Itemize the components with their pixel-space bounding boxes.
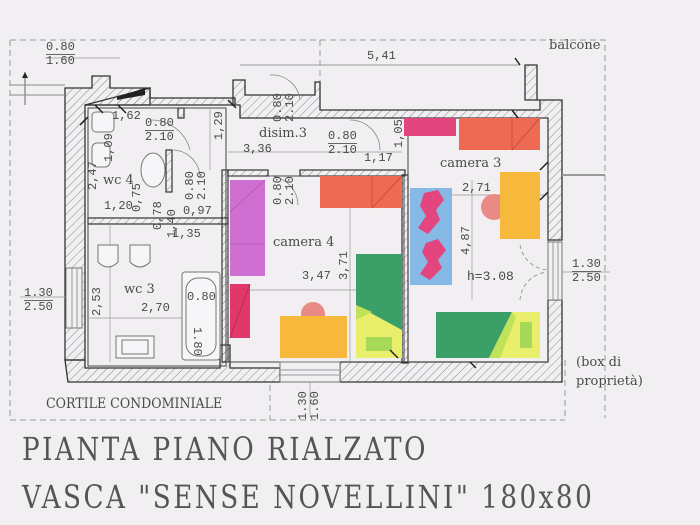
- camera3-depth-dim: 4,87: [459, 226, 473, 255]
- wc4-depth-dim: 2,47: [86, 161, 100, 190]
- dim-height: 2.10: [145, 130, 174, 144]
- wc4-sub2-dim: 0,75: [130, 183, 144, 212]
- disim-width-dim: 3,36: [243, 142, 272, 156]
- dim-height: 2.10: [328, 143, 357, 157]
- wc3-depth-dim: 2,53: [90, 287, 104, 316]
- dim-height: 2.50: [24, 300, 53, 314]
- wardrobe-red-camera4: [320, 176, 402, 208]
- wc4-sub1-dim: 1,09: [102, 133, 116, 162]
- dim-height: 2.50: [572, 271, 601, 285]
- camera3-height-label: h=3.08: [467, 269, 514, 284]
- desk-camera4: [280, 316, 347, 358]
- door-disim-top-dim: 0.80 2.10: [271, 93, 297, 122]
- tub-length-dim: 1.80: [190, 327, 204, 356]
- desk-camera3: [500, 172, 540, 239]
- camera4-width-dim: 3,47: [302, 269, 331, 283]
- window-dimension-top-left: 0.80 1.60: [46, 41, 75, 68]
- courtyard-label: CORTILE CONDOMINIALE: [46, 396, 223, 412]
- stair-arrow-icon: [117, 88, 145, 100]
- balcony-label: balcone: [549, 38, 601, 53]
- window-camera4-dim: 1.30 1.60: [296, 391, 322, 420]
- dim-height: 1.60: [308, 391, 322, 420]
- door-camera4-dim: 0.80 2.10: [271, 176, 297, 205]
- plan-subtitle: VASCA "SENSE NOVELLINI" 180x80: [22, 478, 595, 516]
- dim-width: 1.30: [572, 257, 601, 272]
- wc3-width-dim: 2,70: [141, 301, 170, 315]
- dresser-magenta: [404, 118, 456, 136]
- window-wc3-dim: 1.30 2.50: [24, 287, 53, 314]
- dim-width: 1.30: [24, 286, 53, 301]
- tub-width-dim: 0.80: [187, 290, 216, 304]
- disim-label: disim.3: [259, 126, 308, 141]
- wc3-label: wc 3: [124, 282, 155, 297]
- dim-width: 0.80: [145, 116, 174, 131]
- dim-width: 0.80: [46, 40, 75, 55]
- box-label-line1: (box di: [576, 355, 622, 370]
- disim-segment-v-dim: 1,05: [392, 119, 406, 148]
- wc4-sub3-dim: 0,78: [151, 201, 165, 230]
- box-label-line2: proprietà): [576, 374, 643, 389]
- door-hall-small-dim: 0.80 2.10: [183, 171, 209, 200]
- dim-height: 2.10: [195, 171, 209, 200]
- door-disim-mid-dim: 0.80 2.10: [328, 130, 357, 157]
- dim-height: 2.10: [283, 93, 297, 122]
- plan-title: PIANTA PIANO RIALZATO: [22, 430, 428, 468]
- camera4-label: camera 4: [273, 235, 335, 250]
- hall-length-dim: 1,35: [172, 227, 201, 241]
- balcony-width-dim: 5,41: [367, 49, 396, 63]
- dim-height: 1.60: [46, 54, 75, 68]
- wc4-width-dim: 1,20: [104, 199, 133, 213]
- dim-height: 2.10: [283, 176, 297, 205]
- door-wc4-dim: 0.80 2.10: [145, 117, 174, 144]
- wardrobe-red-camera3: [459, 118, 540, 150]
- camera3-label: camera 3: [440, 156, 502, 171]
- hall-width-dim: 0,97: [183, 204, 212, 218]
- disim-segment-dim: 1,17: [364, 151, 393, 165]
- wc4-label: wc 4: [103, 173, 134, 188]
- disim-depth-dim: 1,29: [212, 111, 226, 140]
- camera4-depth-dim: 3,71: [337, 251, 351, 280]
- wardrobe-violet: [230, 180, 265, 276]
- window-camera3-dim: 1.30 2.50: [572, 258, 601, 285]
- camera3-width-dim: 2,71: [462, 181, 491, 195]
- wc4-extra-dim: 1,62: [112, 109, 141, 123]
- dim-width: 0.80: [328, 129, 357, 144]
